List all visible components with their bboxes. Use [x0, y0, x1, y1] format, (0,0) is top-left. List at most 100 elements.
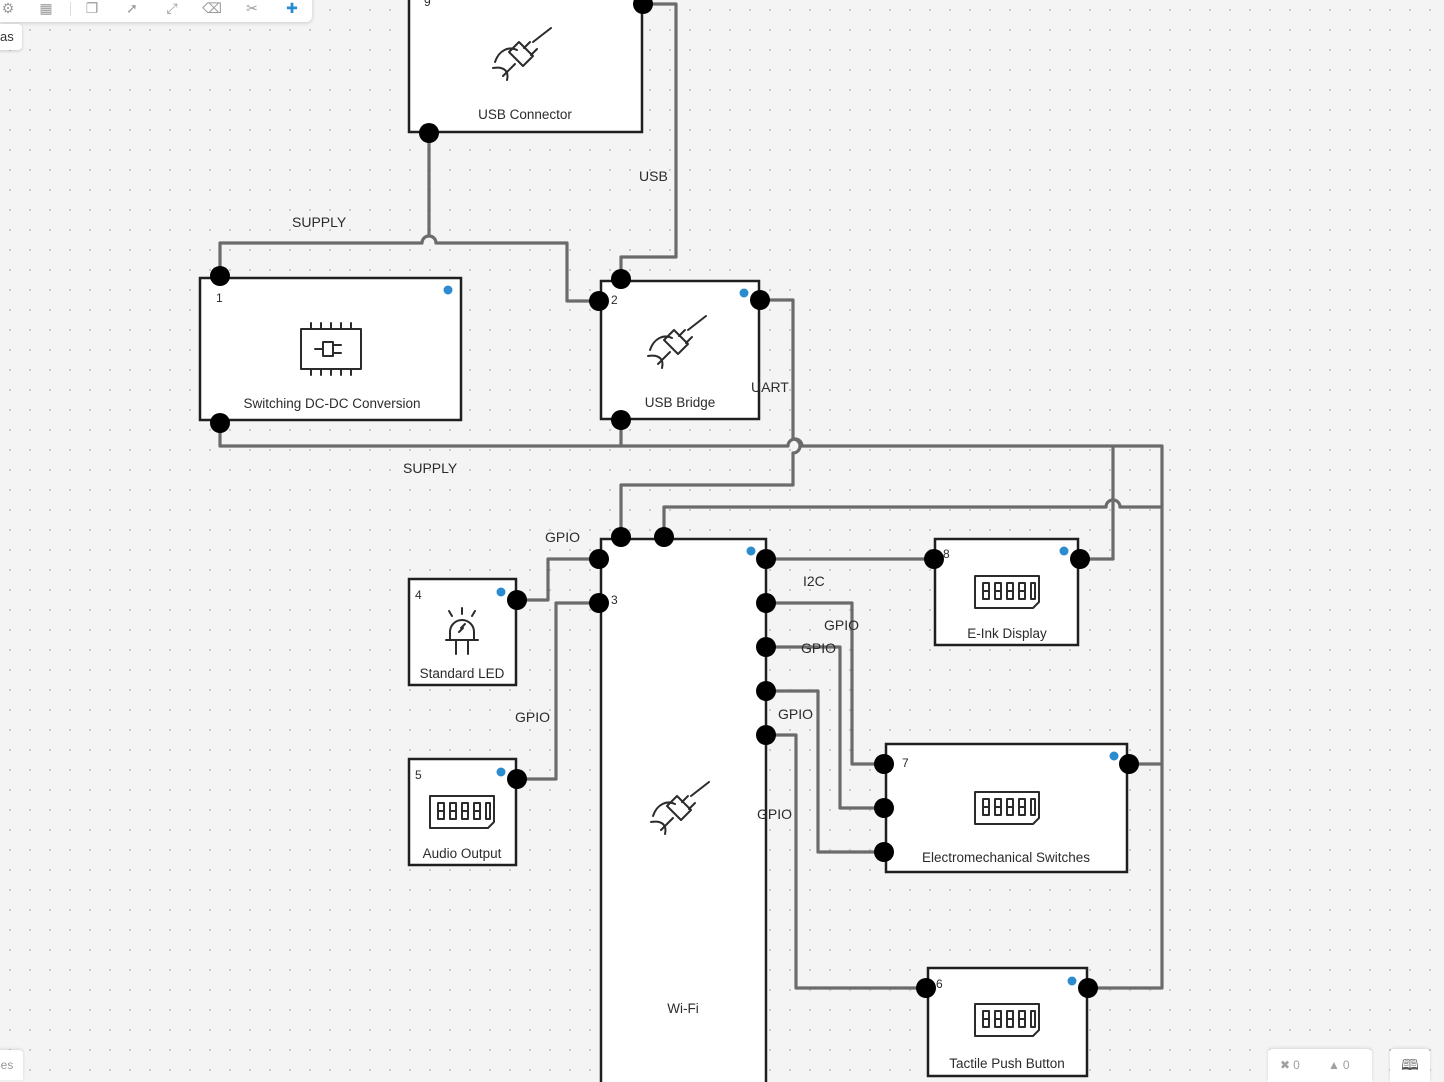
block-number: 8 — [943, 547, 950, 561]
pin-dcdc-in[interactable] — [210, 266, 230, 286]
block-electromechanical-switches[interactable]: 7 Electromechanical Switches — [884, 742, 1129, 874]
pin-wifi-uart[interactable] — [611, 527, 631, 547]
block-standard-led[interactable]: 4 Standard LED — [407, 577, 518, 687]
status-dot — [443, 285, 453, 295]
net-label-supply-top: SUPPLY — [292, 214, 347, 230]
net-label-supply-bottom: SUPPLY — [403, 460, 458, 476]
gear-icon[interactable]: ⚙ — [1, 0, 15, 16]
net-label-i2c: I2C — [803, 573, 825, 589]
pin-wifi-gpio-b[interactable] — [756, 637, 776, 657]
wire-gpio-d — [766, 733, 926, 990]
status-dot — [1059, 546, 1069, 556]
canvas-tab[interactable]: as — [0, 24, 22, 50]
wire-uart — [619, 298, 802, 537]
block-number: 7 — [902, 756, 909, 770]
net-label-usb: USB — [639, 168, 668, 184]
wires — [218, 2, 1164, 990]
pin-wifi-gpio-led[interactable] — [589, 549, 609, 569]
error-count: ✖0 — [1280, 1058, 1300, 1072]
pin-switches-gpio-a[interactable] — [874, 754, 894, 774]
wire-gpio-audio — [517, 601, 599, 781]
error-icon: ✖ — [1280, 1058, 1291, 1072]
status-dot — [496, 587, 506, 597]
pin-wifi-gpio-d[interactable] — [756, 725, 776, 745]
pin-usb-bridge-supply-in[interactable] — [589, 291, 609, 311]
bottom-left-tab[interactable]: les — [0, 1050, 24, 1080]
block-label: Wi-Fi — [667, 1001, 698, 1016]
block-label: Tactile Push Button — [949, 1056, 1065, 1071]
wire-gpio-b — [766, 645, 884, 810]
wire-supply-top — [218, 234, 599, 303]
block-number: 6 — [936, 977, 943, 991]
block-switching-dcdc[interactable]: 1 Switching DC-DC Conversion — [198, 276, 463, 422]
pin-switches-supply[interactable] — [1119, 754, 1139, 774]
net-label-gpio-d: GPIO — [757, 806, 792, 822]
pin-switches-gpio-b[interactable] — [874, 798, 894, 818]
block-number: 9 — [424, 0, 431, 9]
wire-gpio-c — [766, 689, 884, 854]
pin-usb-connector-usb[interactable] — [633, 0, 653, 14]
move-icon[interactable]: ✚ — [286, 0, 298, 16]
status-bar[interactable]: ✖0 ▲0 — [1268, 1049, 1372, 1082]
block-tactile-push-button[interactable]: 6 Tactile Push Button — [926, 966, 1089, 1078]
resize-icon[interactable]: ⤢ — [166, 0, 178, 16]
pin-led-gpio[interactable] — [507, 590, 527, 610]
net-label-gpio-audio: GPIO — [515, 709, 550, 725]
connect-icon[interactable]: ➚ — [126, 0, 138, 16]
wire-supply-wifi — [662, 498, 1162, 537]
pin-usb-bridge-uart[interactable] — [750, 290, 770, 310]
block-number: 3 — [611, 593, 618, 607]
net-label-gpio-a: GPIO — [824, 617, 859, 633]
block-label: Switching DC-DC Conversion — [243, 396, 420, 411]
pin-button-gpio[interactable] — [916, 978, 936, 998]
block-usb-bridge[interactable]: 2 USB Bridge — [599, 279, 761, 421]
pin-usb-connector-supply[interactable] — [419, 123, 439, 143]
pin-eink-i2c[interactable] — [924, 549, 944, 569]
delete-icon[interactable]: ⌫ — [202, 0, 222, 16]
pin-switches-gpio-c[interactable] — [874, 842, 894, 862]
block-label: USB Bridge — [645, 395, 716, 410]
map-icon[interactable]: 🕮 — [1390, 1049, 1430, 1082]
pin-usb-bridge-usb[interactable] — [611, 269, 631, 289]
wire-gpio-led — [517, 557, 599, 602]
block-label: Standard LED — [420, 666, 505, 681]
pin-usb-bridge-supply-out[interactable] — [611, 410, 631, 430]
block-eink-display[interactable]: 8 E-Ink Display — [933, 537, 1080, 647]
block-label: USB Connector — [478, 107, 572, 122]
toolbar-divider — [70, 2, 71, 16]
pin-eink-supply[interactable] — [1070, 549, 1090, 569]
block-audio-output[interactable]: 5 Audio Output — [407, 757, 518, 867]
components-icon[interactable]: ▦ — [39, 0, 53, 16]
block-number: 5 — [415, 768, 422, 782]
pin-audio-gpio[interactable] — [507, 769, 527, 789]
cut-icon[interactable]: ✂ — [246, 0, 258, 16]
toolbar: ⚙ ▦ ❐ ➚ ⤢ ⌫ ✂ ✚ — [0, 0, 312, 22]
block-number: 4 — [415, 588, 422, 602]
pin-wifi-gpio-audio[interactable] — [589, 593, 609, 613]
pin-wifi-i2c[interactable] — [756, 549, 776, 569]
pin-button-supply[interactable] — [1078, 978, 1098, 998]
wire-gpio-a — [766, 601, 884, 766]
net-label-gpio-led: GPIO — [545, 529, 580, 545]
pin-wifi-gpio-a[interactable] — [756, 593, 776, 613]
pin-wifi-supply[interactable] — [654, 527, 674, 547]
status-dot — [746, 546, 756, 556]
status-dot — [1109, 751, 1119, 761]
net-label-gpio-b: GPIO — [801, 640, 836, 656]
block-label: Electromechanical Switches — [922, 850, 1090, 865]
net-label-gpio-c: GPIO — [778, 706, 813, 722]
block-usb-connector[interactable]: 9 USB Connector — [407, 0, 644, 134]
warning-icon: ▲ — [1328, 1058, 1340, 1072]
status-dot — [1067, 976, 1077, 986]
pin-wifi-gpio-c[interactable] — [756, 681, 776, 701]
copy-icon[interactable]: ❐ — [85, 0, 99, 16]
block-number: 2 — [611, 293, 618, 307]
warning-count: ▲0 — [1328, 1058, 1350, 1072]
wire-supply-eink — [1080, 446, 1115, 561]
status-dot — [496, 767, 506, 777]
pin-dcdc-out[interactable] — [210, 413, 230, 433]
block-label: E-Ink Display — [967, 626, 1047, 641]
net-label-uart: UART — [751, 379, 789, 395]
block-wifi[interactable]: 3 Wi-Fi — [599, 537, 768, 1082]
